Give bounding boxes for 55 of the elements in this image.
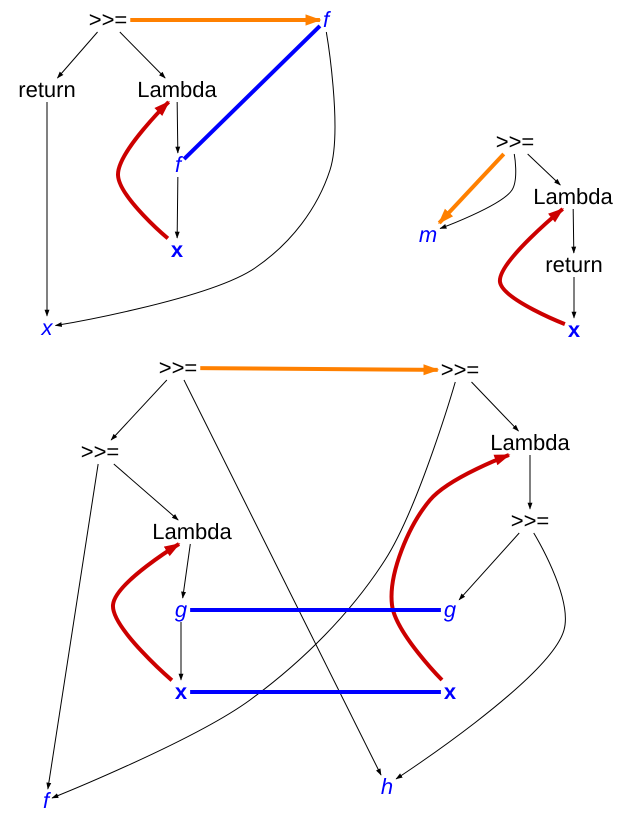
link-line: [182, 24, 322, 160]
arrow: [119, 32, 166, 78]
arrow: [56, 32, 98, 79]
term-label: Lambda: [532, 186, 614, 208]
bound-variable-label: x: [442, 681, 458, 703]
arrow: [44, 102, 50, 317]
arrow: [396, 532, 566, 780]
arrow: [572, 276, 576, 319]
variable-label: h: [380, 776, 394, 798]
term-label: >>=: [158, 357, 198, 379]
term-label: >>=: [80, 441, 120, 463]
term-label: return: [17, 79, 77, 101]
arrow: [438, 152, 506, 224]
bound-variable-label: x: [170, 239, 184, 261]
term-label: >>=: [440, 359, 480, 381]
arrow: [181, 544, 191, 599]
arrow: [116, 100, 170, 240]
link-line: [190, 690, 441, 694]
term-label: >>=: [88, 9, 128, 31]
arrow: [471, 382, 519, 432]
arrow: [111, 542, 180, 682]
variable-label: g: [442, 599, 458, 621]
variable-label: f: [42, 790, 50, 812]
variable-label: f: [174, 154, 182, 176]
arrow: [54, 32, 336, 327]
variable-label: f: [322, 9, 330, 31]
arrow: [498, 207, 566, 326]
arrow: [528, 454, 532, 510]
bound-variable-label: x: [566, 319, 582, 341]
arrow: [178, 622, 184, 681]
term-label: >>=: [510, 510, 550, 532]
arrow: [390, 453, 510, 682]
arrow: [527, 154, 561, 186]
term-label: Lambda: [489, 432, 571, 454]
arrow: [458, 532, 520, 600]
arrow: [46, 464, 99, 790]
link-line: [190, 608, 441, 612]
variable-label: m: [418, 224, 438, 246]
arrow: [183, 380, 382, 776]
arrow: [174, 176, 180, 239]
variable-label: g: [174, 599, 188, 621]
term-label: Lambda: [136, 79, 218, 101]
arrow: [571, 208, 576, 254]
term-label: Lambda: [151, 521, 233, 543]
arrow: [51, 382, 456, 798]
arrow: [175, 102, 180, 154]
term-label: return: [544, 254, 604, 276]
arrow: [130, 14, 322, 26]
term-label: >>=: [494, 131, 536, 153]
arrow: [440, 154, 516, 229]
variable-label: x: [40, 317, 54, 339]
arrow: [110, 380, 168, 441]
bound-variable-label: x: [174, 681, 188, 703]
arrow: [200, 364, 440, 376]
arrow: [113, 464, 179, 520]
